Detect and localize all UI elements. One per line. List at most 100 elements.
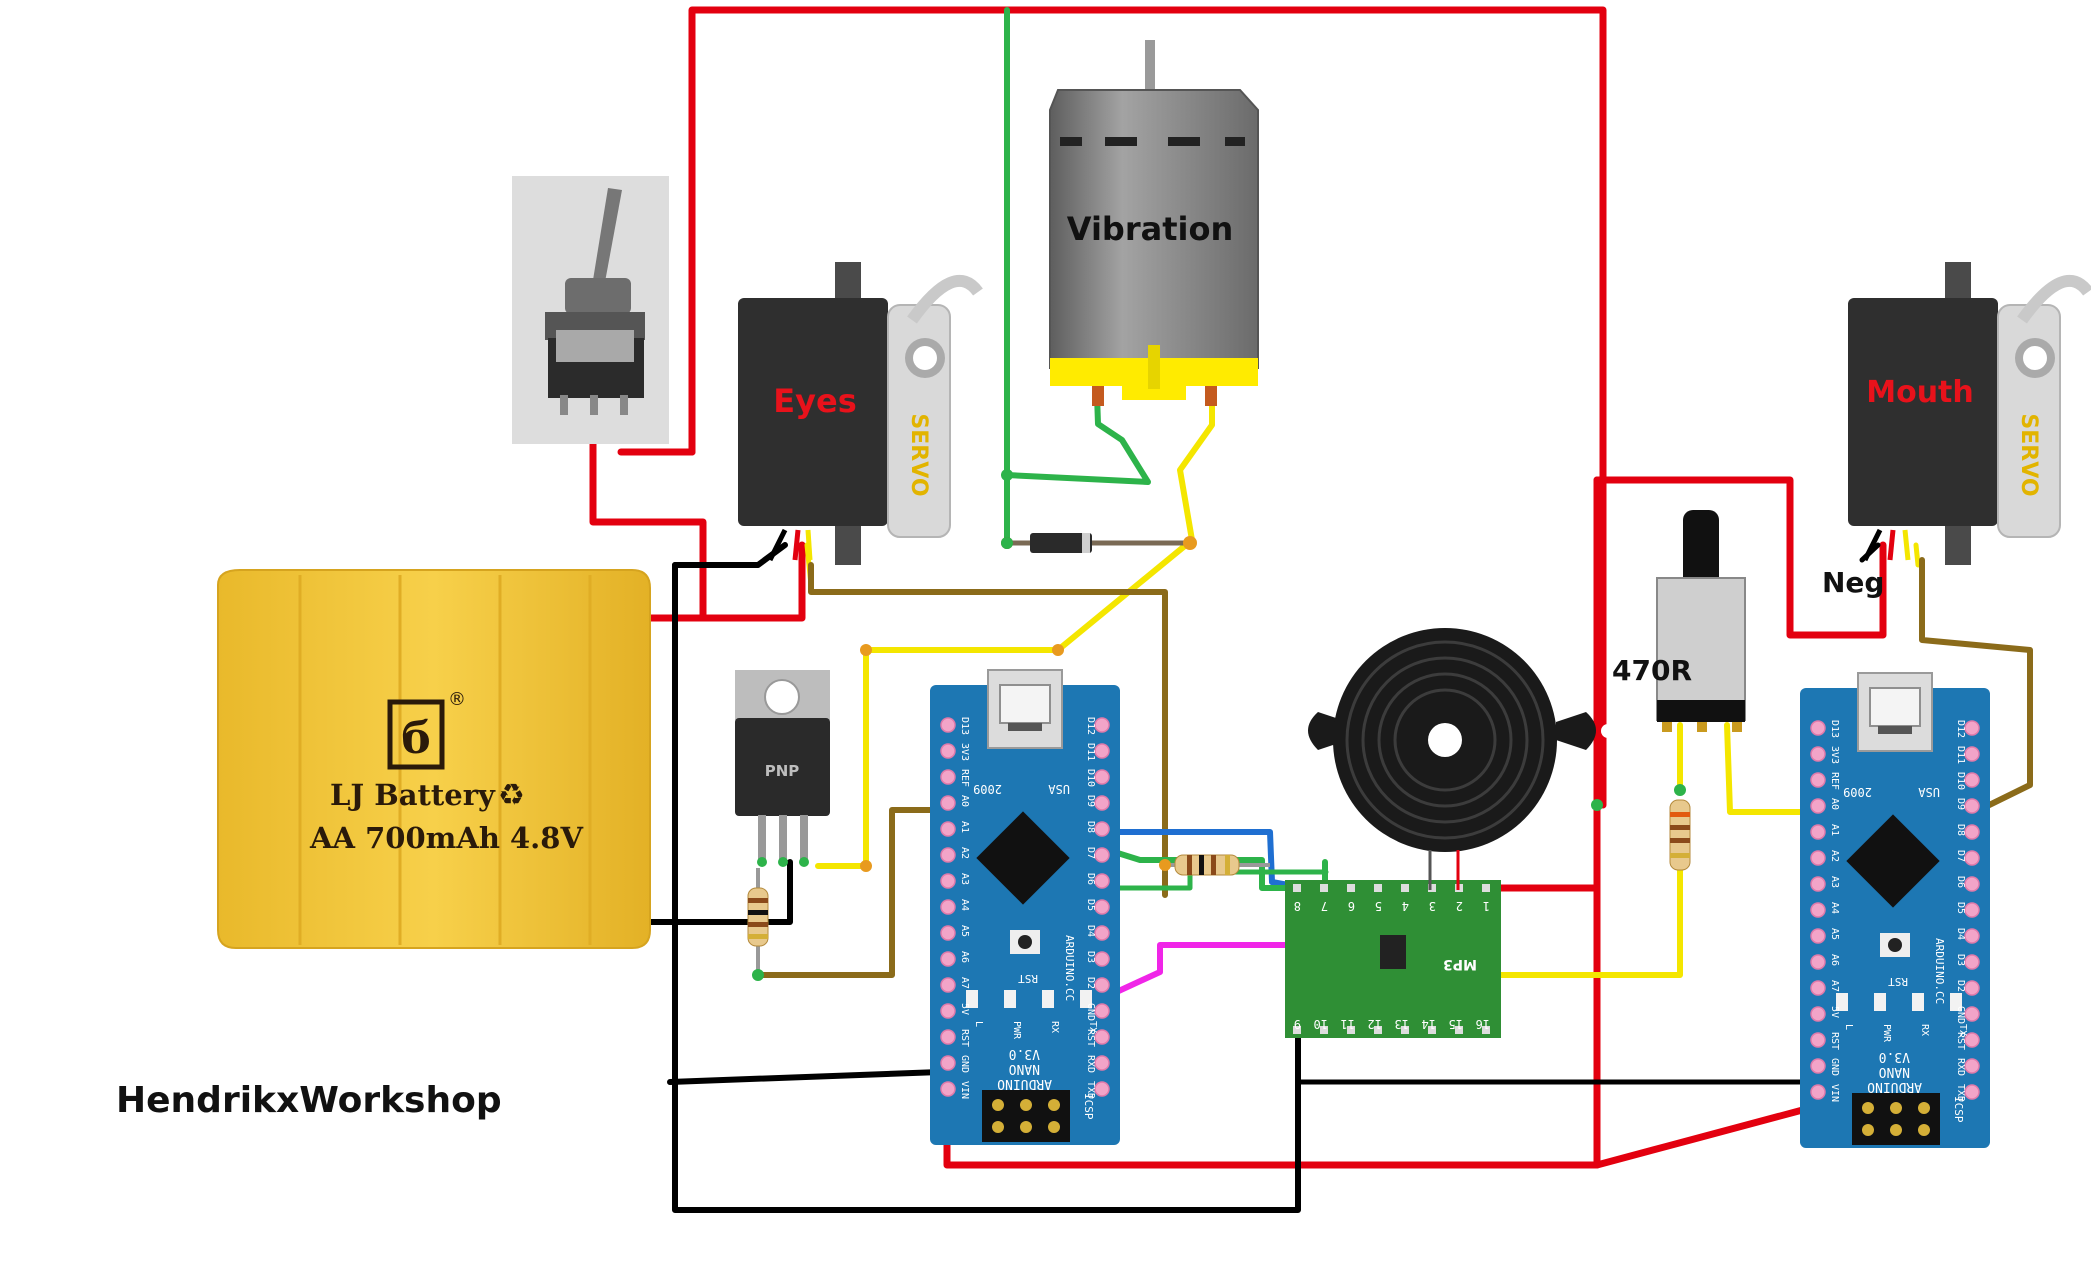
- nano-pin: A1: [940, 821, 970, 837]
- nano-pin: A1: [1810, 824, 1840, 840]
- servo-mouth: Mouth SERVO Neg: [1822, 262, 2091, 599]
- red-wire-battery-servo: [641, 541, 806, 622]
- nano-pin-label: TXD: [1085, 1081, 1096, 1099]
- vibration-motor: Vibration: [1049, 40, 1259, 406]
- nano-pin-label: D12: [1955, 720, 1966, 738]
- nano-pin: D8: [1955, 824, 1980, 840]
- nano-pin: A5: [1810, 928, 1840, 944]
- nano-usa: USA: [1918, 785, 1940, 799]
- nano-pin: VIN: [1810, 1084, 1840, 1102]
- nano-pin: D8: [1085, 821, 1110, 837]
- nano-pin: D13: [940, 717, 970, 735]
- nano-pin-label: A7: [1829, 980, 1840, 992]
- nano-led-label: L: [973, 1021, 984, 1027]
- nano-icsp: ICSP: [1082, 1093, 1095, 1120]
- nano-pin-label: D2: [1085, 977, 1096, 989]
- nano-icsp: ICSP: [1952, 1096, 1965, 1123]
- nano-pin: A5: [940, 925, 970, 941]
- nano-pin: RST: [1085, 1029, 1110, 1047]
- nano-pin-label: D3: [1955, 954, 1966, 966]
- nano-led-label: L: [1843, 1024, 1854, 1030]
- nano-pin: A3: [1810, 876, 1840, 892]
- nano-pin: D2: [1955, 980, 1980, 996]
- mp3-pin-label: 4: [1402, 899, 1409, 913]
- black-wire-gnd-main: [672, 562, 1301, 1213]
- battery-logo-glyph: б: [401, 713, 430, 764]
- watermark: HendrikxWorkshop: [116, 1080, 502, 1121]
- nano-pin: GND: [1955, 1006, 1980, 1024]
- nano-pin-label: A0: [959, 795, 970, 807]
- nano-pin: D3: [1085, 951, 1110, 967]
- mp3-pin: 7: [1320, 884, 1328, 913]
- mp3-label: MP3: [1443, 956, 1477, 972]
- nano-led-label: RX: [1919, 1024, 1930, 1036]
- servo-eyes: Eyes SERVO: [738, 262, 983, 565]
- black-wire-battery-gnd: [645, 859, 793, 925]
- nano-year: 2009: [1843, 785, 1872, 799]
- nano-pin: RST: [1810, 1032, 1840, 1050]
- nano-pin-label: GND: [1829, 1058, 1840, 1076]
- nano-site: ARDUINO.CC: [1063, 935, 1076, 1001]
- nano-pin-label: A6: [959, 951, 970, 963]
- nano-pin-label: A4: [1829, 902, 1840, 914]
- nano-usa: USA: [1048, 782, 1070, 796]
- nano-pin: D6: [1085, 873, 1110, 889]
- red-wire-mouth-servo: [1593, 476, 1887, 639]
- mp3-pin: 16: [1476, 1017, 1490, 1034]
- nano-pin: 5V: [1810, 1006, 1840, 1022]
- nano-pin: REF: [1810, 772, 1840, 790]
- nano-pin: RXD: [1955, 1058, 1980, 1076]
- nano-pin-label: D10: [1955, 772, 1966, 790]
- junction-dots: [752, 469, 1686, 981]
- nano-pin-label: GND: [1955, 1006, 1966, 1024]
- nano-rst-label: RST: [1888, 975, 1908, 988]
- neg-label: Neg: [1822, 566, 1884, 599]
- nano-pin: D7: [1955, 850, 1980, 866]
- nano-pin-label: D4: [1955, 928, 1966, 940]
- nano-pin-label: D6: [1955, 876, 1966, 888]
- mp3-pin: 14: [1422, 1017, 1436, 1034]
- potentiometer: 470R: [1612, 510, 1746, 732]
- mp3-pin-label: 1: [1483, 899, 1490, 913]
- resistor-pot: [1669, 799, 1691, 871]
- nano-pin-label: REF: [959, 769, 970, 787]
- speaker: [1289, 628, 1615, 890]
- mp3-pin-label: 13: [1395, 1017, 1409, 1031]
- nano-pin: D4: [1085, 925, 1110, 941]
- nano-pin: A6: [940, 951, 970, 967]
- mp3-pin-label: 2: [1456, 899, 1463, 913]
- yellow-wire-pot-a0: [1724, 722, 1813, 815]
- green-wire-vibration: [1004, 7, 1151, 485]
- mp3-pin-label: 3: [1429, 899, 1436, 913]
- nano-pin-label: 3V3: [959, 743, 970, 761]
- nano-pin-label: D5: [1085, 899, 1096, 911]
- nano-pin-label: D3: [1085, 951, 1096, 963]
- mp3-pin: 3: [1428, 884, 1436, 913]
- nano-pin: D4: [1955, 928, 1980, 944]
- battery-logo: [387, 699, 445, 770]
- mp3-pin: 13: [1395, 1017, 1409, 1034]
- nano-pin-label: GND: [959, 1055, 970, 1073]
- nano-pin-label: D11: [1955, 746, 1966, 764]
- nano-pin-label: D8: [1085, 821, 1096, 833]
- nano-pin-label: A3: [959, 873, 970, 885]
- nano-pin: D12: [1085, 717, 1110, 735]
- nano-model: NANO: [1879, 1064, 1910, 1079]
- nano-brand: ARDUINO: [997, 1076, 1052, 1091]
- nano-pin: D9: [1955, 798, 1980, 814]
- nano-pin-label: RXD: [1085, 1055, 1096, 1073]
- nano-pin-label: A5: [959, 925, 970, 937]
- mp3-pin-label: 12: [1368, 1017, 1382, 1031]
- nano-model: NANO: [1009, 1061, 1040, 1076]
- mp3-pin-label: 11: [1341, 1017, 1355, 1031]
- nano-pin-label: A7: [959, 977, 970, 989]
- nano-pin: 5V: [940, 1003, 970, 1019]
- eyes-label: Eyes: [773, 382, 856, 420]
- nano-pin-label: 5V: [1829, 1006, 1840, 1018]
- battery-brand: LJ Battery: [330, 778, 496, 812]
- nano-pin: D12: [1955, 720, 1980, 738]
- mp3-pin: 5: [1374, 884, 1382, 913]
- pnp-transistor: PNP: [735, 670, 830, 867]
- nano-pin-label: D2: [1955, 980, 1966, 992]
